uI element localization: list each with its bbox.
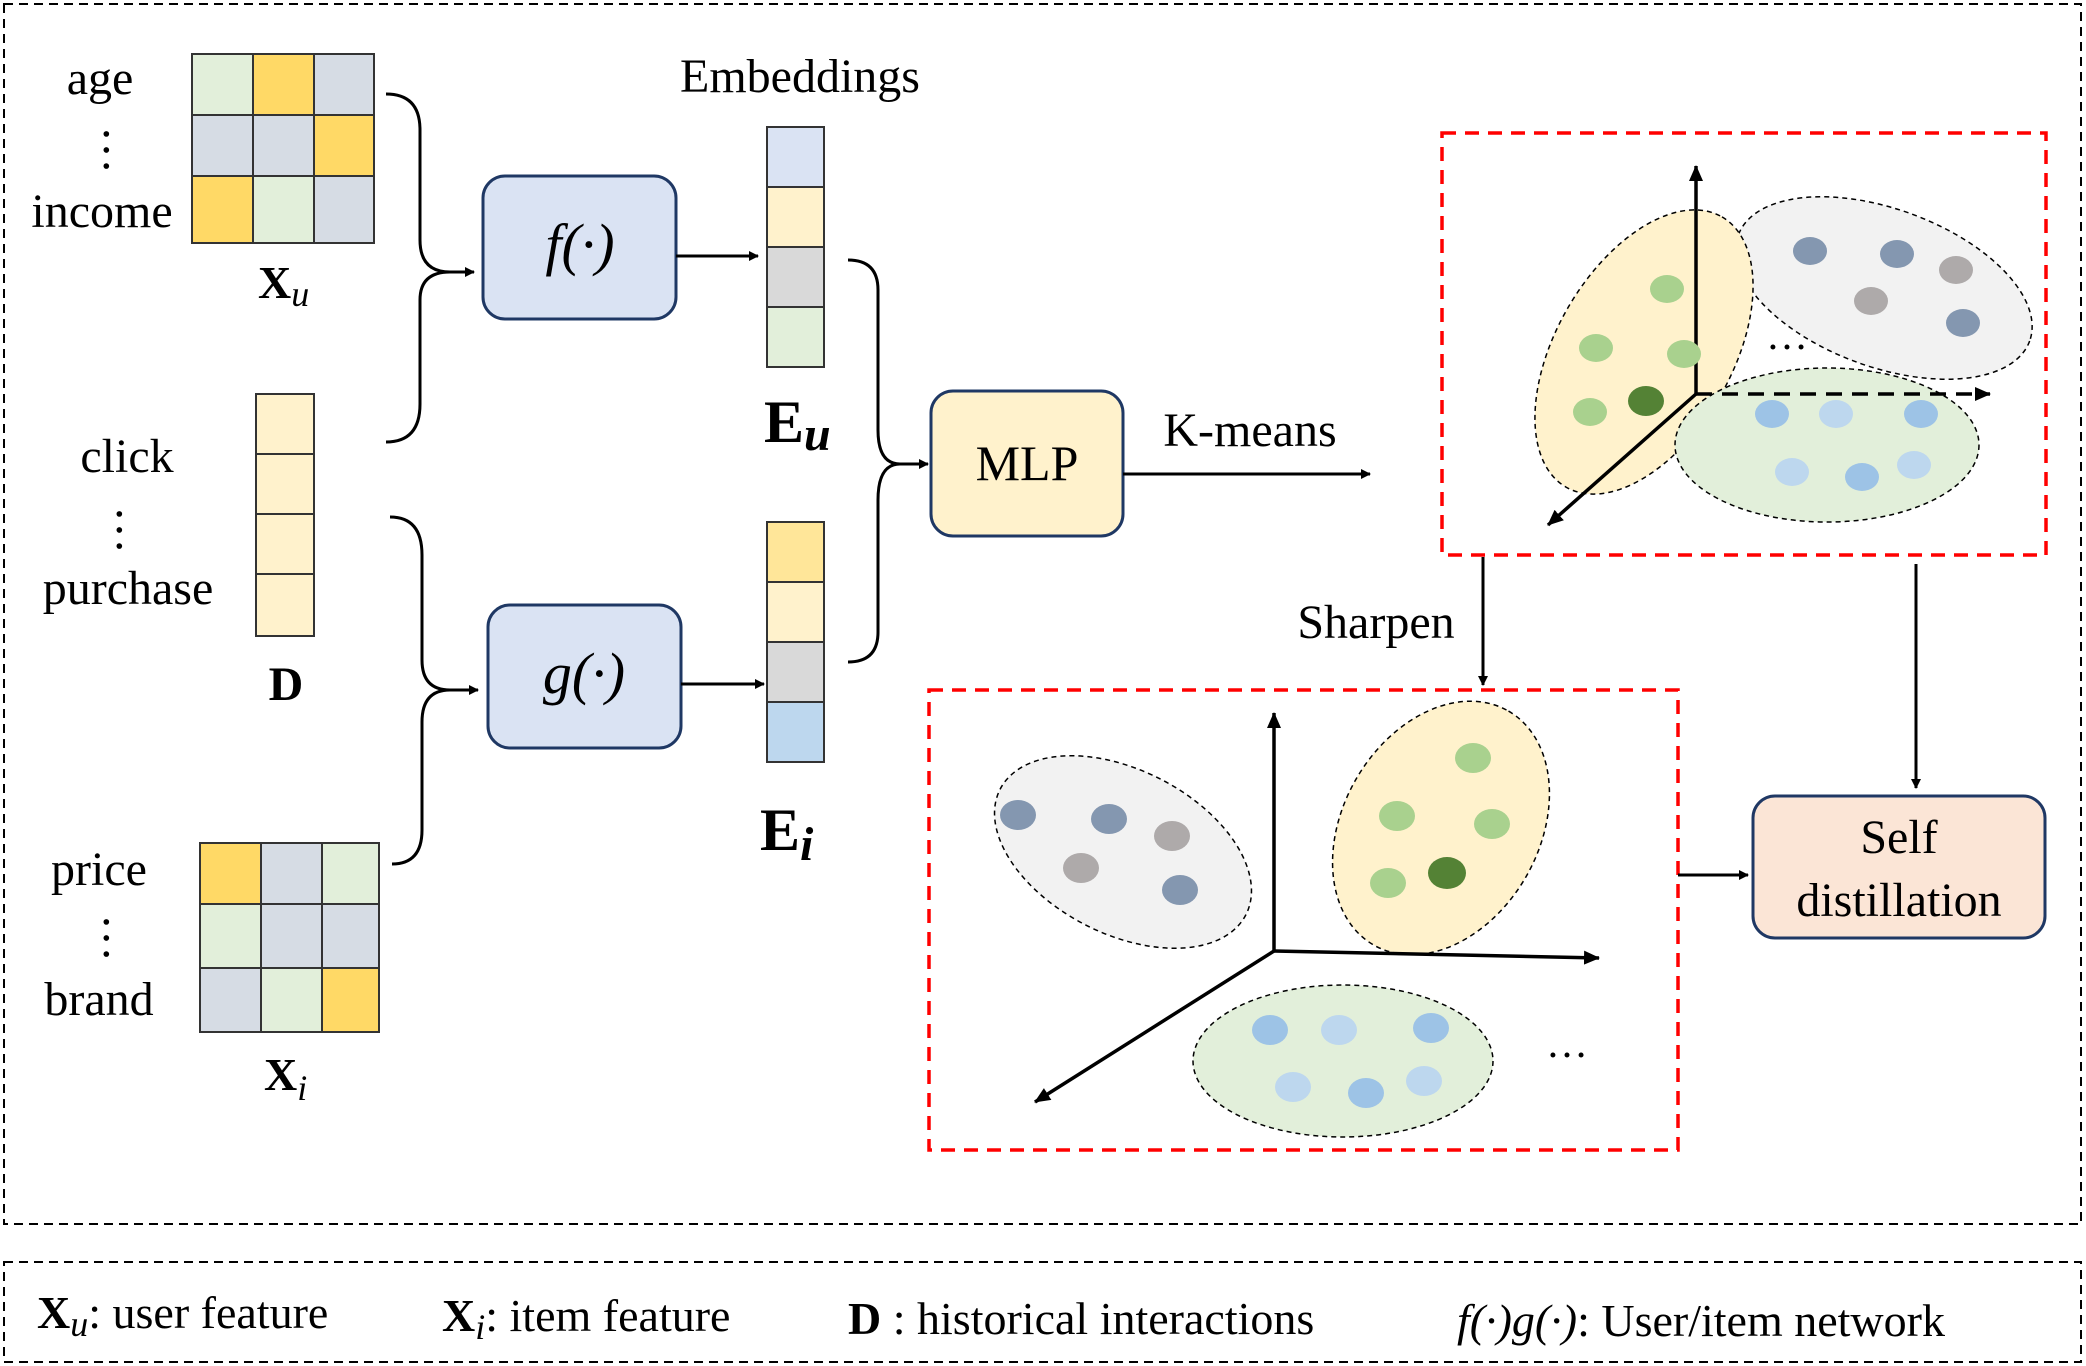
bracket-to-f bbox=[385, 92, 475, 444]
item-embedding bbox=[766, 521, 825, 763]
network-g-box bbox=[486, 603, 683, 750]
legend-xu: Xu: user feature bbox=[37, 1287, 328, 1344]
dots-gray-bottom bbox=[1000, 800, 1198, 905]
legend-frame bbox=[3, 1261, 2082, 1363]
network-g-label: g(·) bbox=[543, 641, 625, 706]
label-age: age bbox=[67, 52, 134, 105]
user-embedding bbox=[766, 126, 825, 368]
legend-xi: Xi: item feature bbox=[442, 1290, 730, 1347]
cluster-gray-bottom bbox=[993, 755, 1253, 949]
legend-d: D : historical interactions bbox=[848, 1293, 1314, 1344]
kmeans-label: K-means bbox=[1163, 404, 1336, 457]
label-click: click bbox=[80, 430, 173, 483]
label-eu: Eu bbox=[764, 389, 831, 461]
ellipsis-bottom: … bbox=[1546, 1021, 1588, 1067]
mlp-label: MLP bbox=[976, 435, 1079, 491]
network-f-label: f(·) bbox=[545, 212, 614, 277]
vertical-ellipsis-user: … bbox=[93, 126, 146, 174]
vertical-ellipsis-d: … bbox=[106, 506, 159, 554]
ellipsis-top: … bbox=[1766, 313, 1808, 359]
label-brand: brand bbox=[44, 973, 153, 1026]
interaction-vector bbox=[255, 393, 315, 637]
legend: Xu: user feature Xi: item feature D : hi… bbox=[37, 1287, 1945, 1347]
label-xu: Xu bbox=[258, 257, 309, 314]
mlp-box bbox=[929, 389, 1125, 538]
label-price: price bbox=[51, 843, 147, 896]
dots-yellow-top bbox=[1573, 275, 1701, 426]
embeddings-title: Embeddings bbox=[680, 50, 920, 103]
item-feature-matrix bbox=[199, 842, 380, 1033]
vertical-ellipsis-item: … bbox=[93, 914, 146, 962]
self-distillation-line2: distillation bbox=[1796, 874, 2001, 927]
cluster-blue-bottom bbox=[1192, 984, 1494, 1138]
label-ei: Ei bbox=[760, 797, 814, 871]
self-distillation-line1: Self bbox=[1860, 811, 1937, 864]
sharpen-label: Sharpen bbox=[1297, 596, 1454, 649]
dots-gray-top bbox=[1793, 237, 1980, 337]
axes-bottom bbox=[1034, 712, 1600, 1104]
clustering-box-top bbox=[1440, 131, 2048, 557]
label-income: income bbox=[31, 185, 172, 238]
self-distillation-box bbox=[1751, 794, 2047, 940]
dots-yellow-bottom bbox=[1370, 743, 1510, 898]
label-xi: Xi bbox=[264, 1049, 307, 1108]
main-frame bbox=[3, 3, 2082, 1225]
clustering-box-bottom bbox=[927, 688, 1680, 1152]
network-f-box bbox=[481, 174, 678, 321]
cluster-yellow-bottom bbox=[1331, 700, 1551, 956]
bracket-to-mlp bbox=[847, 258, 929, 664]
legend-network: f(·)g(·): User/item network bbox=[1457, 1295, 1945, 1346]
bracket-to-g bbox=[389, 515, 479, 866]
dots-blue-top bbox=[1755, 400, 1938, 491]
label-d: D bbox=[269, 658, 304, 711]
cluster-blue-top bbox=[1674, 367, 1980, 523]
user-feature-matrix bbox=[191, 53, 375, 244]
label-purchase: purchase bbox=[43, 562, 214, 615]
dots-blue-bottom bbox=[1252, 1013, 1449, 1108]
